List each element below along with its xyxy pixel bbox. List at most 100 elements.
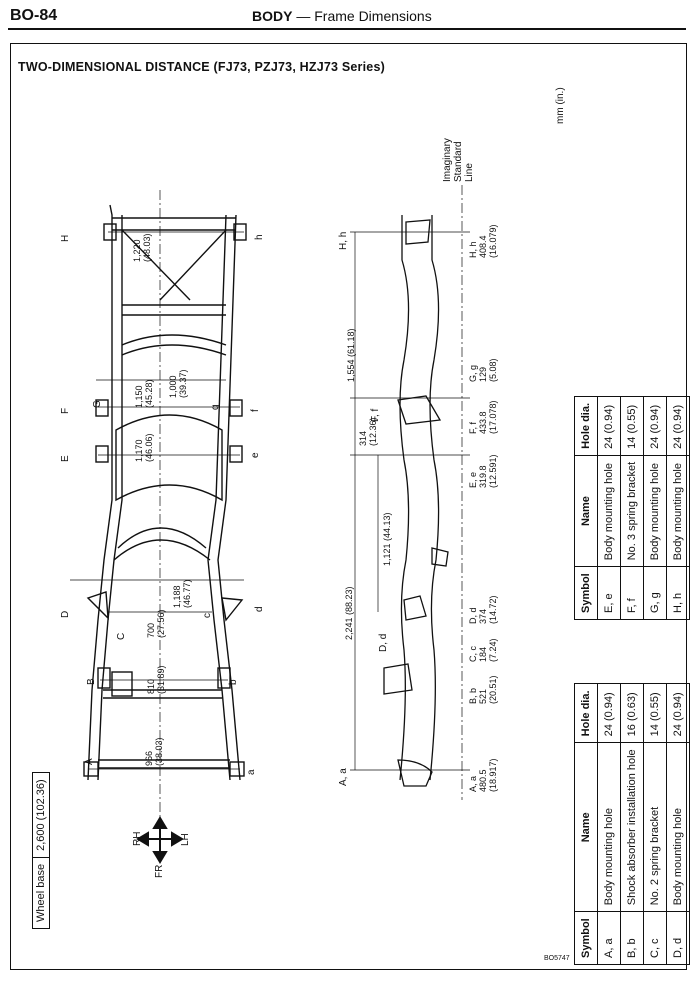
section-subtitle: Frame Dimensions [314, 8, 432, 24]
cross-member-5 [121, 334, 227, 356]
plan-letter-f: f [250, 409, 261, 412]
table-cell: Shock absorber installation hole [620, 742, 644, 912]
bracket-dd-right [221, 597, 244, 622]
table-cell: No. 2 spring bracket [643, 742, 667, 912]
figure-frame [10, 43, 687, 970]
table-cell: 24 (0.94) [643, 396, 667, 456]
table-cell: Body mounting hole [597, 742, 621, 912]
table-header-symbol: Symbol [574, 911, 598, 965]
direction-arrowhead-lh [152, 851, 168, 864]
cross-member-4 [115, 414, 223, 502]
plan-dim-1188: 1,188(46.77) [172, 579, 192, 608]
frame-rail-right-inner [207, 214, 231, 781]
side-tag-dd: D, d [378, 633, 389, 652]
title-separator: — [296, 8, 311, 24]
side-bracket-aa [397, 759, 433, 787]
plan-letter-D: D [60, 610, 71, 618]
frame-rail-right [217, 214, 241, 781]
plan-letter-c: c [202, 613, 213, 618]
imaginary-standard-line-label: Imaginary Standard Line [442, 138, 475, 182]
plan-letter-a: a [246, 769, 257, 775]
plan-dim-1170: 1,170(46.06) [134, 433, 154, 462]
table-header-row: Symbol Name Hole dia. [574, 683, 598, 965]
plan-letter-H: H [60, 234, 71, 242]
table-cell: Body mounting hole [666, 742, 690, 912]
table-header-name: Name [574, 455, 598, 567]
bracket-bb-right [217, 667, 231, 689]
figure-id: BO5747 [544, 955, 570, 962]
plan-letter-G: G [92, 400, 103, 408]
table-cell: H, h [666, 566, 690, 620]
table-cell: B, b [620, 911, 644, 965]
plan-letter-B: B [86, 678, 97, 685]
table-cell: G, g [643, 566, 667, 620]
side-dim-1121-label: 1,121 (44.13) [382, 512, 392, 566]
bracket-ee-right [229, 445, 243, 463]
section-name: BODY [252, 8, 293, 24]
side-tag-aa: A, a [338, 768, 349, 786]
bracket-cc-left [86, 591, 109, 620]
side-rail-top [399, 215, 410, 781]
plan-dim-1220: 1,220(48.03) [132, 233, 152, 262]
wheel-base-value: 2,600 (102.36) [33, 773, 49, 858]
plan-letter-b: b [228, 679, 239, 685]
table-cell: Body mounting hole [643, 455, 667, 567]
cross-member-3 [113, 527, 211, 561]
diagonal-brace [121, 229, 227, 301]
side-bracket-ff [397, 395, 442, 425]
plan-letter-A: A [84, 758, 95, 765]
frame-rail-left [87, 204, 113, 781]
plan-letter-h: h [254, 234, 265, 240]
table-cell: D, d [666, 911, 690, 965]
direction-lh-label: LH [180, 833, 191, 846]
side-dim-314-label: 314(12.36) [358, 417, 378, 446]
plan-letter-d: d [254, 606, 265, 612]
side-tag-hh: H, h [338, 231, 349, 250]
plan-dim-1000: 1,000(39.37) [168, 369, 188, 398]
page-code: BO-84 [10, 7, 58, 24]
direction-fr-label: FR [154, 864, 165, 878]
bracket-ff-left [95, 399, 109, 417]
cross-member-7 [112, 217, 236, 231]
direction-arrowhead-rear [171, 831, 184, 847]
table-cell: Body mounting hole [597, 455, 621, 567]
plan-dim-966: 966(38.03) [144, 737, 164, 766]
table-cell: No. 3 spring bracket [620, 455, 644, 567]
table-header-name: Name [574, 742, 598, 912]
side-dim-2241-label: 2,241 (88.23) [344, 586, 354, 640]
direction-arrowhead-fr [136, 831, 149, 847]
table-cell: F, f [620, 566, 644, 620]
page-header: BO-84 BODY — Frame Dimensions [0, 0, 694, 30]
unit-note: mm (in.) [555, 87, 566, 124]
plan-letter-C: C [116, 632, 127, 640]
side-bracket-hh [405, 219, 431, 245]
table-header-row: Symbol Name Hole dia. [574, 396, 598, 620]
cross-member-6 [122, 304, 226, 316]
table-cell: Body mounting hole [666, 455, 690, 567]
direction-rh-label: RH [132, 831, 143, 846]
table-cell: E, e [597, 566, 621, 620]
plan-dim-1150: 1,150(45.28) [134, 379, 154, 408]
table-header-hole-dia: Hole dia. [574, 683, 598, 743]
side-dim-1554-label: 1,554 (61.18) [346, 328, 356, 382]
page-title: BODY — Frame Dimensions [252, 8, 432, 24]
side-bracket-bb [383, 663, 413, 695]
table-cell: 14 (0.55) [620, 396, 644, 456]
shock-mount [111, 671, 133, 697]
side-bracket-dd [403, 595, 427, 621]
wheel-base-label: Wheel base [35, 863, 47, 922]
bracket-ee-left [95, 445, 109, 463]
